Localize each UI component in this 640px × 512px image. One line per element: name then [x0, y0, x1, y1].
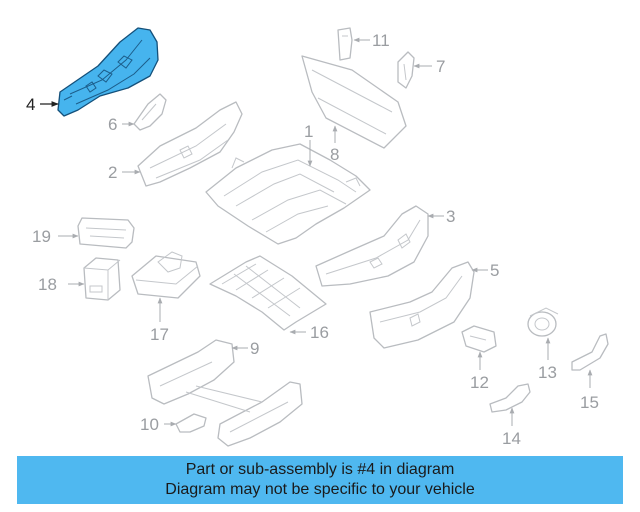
callout-13: 13 — [538, 363, 557, 382]
part-2[interactable] — [137, 101, 243, 187]
banner-line-1: Part or sub-assembly is #4 in diagram — [185, 461, 455, 478]
part-8[interactable] — [301, 55, 407, 149]
callout-8: 8 — [330, 145, 339, 164]
part-13[interactable] — [527, 307, 559, 337]
part-15[interactable] — [571, 333, 609, 371]
part-10[interactable] — [175, 413, 207, 433]
callout-12: 12 — [470, 373, 489, 392]
part-19[interactable] — [77, 217, 135, 249]
callout-11: 11 — [372, 31, 390, 50]
callout-17: 17 — [150, 325, 169, 344]
part-17[interactable] — [131, 251, 201, 299]
callout-7: 7 — [436, 57, 445, 76]
part-18[interactable] — [83, 257, 121, 301]
part-12[interactable] — [461, 325, 497, 353]
part-7[interactable] — [397, 51, 415, 89]
callout-19: 19 — [32, 227, 51, 246]
part-3[interactable] — [315, 205, 429, 287]
callout-1: 1 — [304, 122, 313, 141]
callout-2: 2 — [108, 163, 117, 182]
banner-line-2: Diagram may not be specific to your vehi… — [165, 481, 475, 498]
part-6[interactable] — [133, 93, 167, 131]
part-16[interactable] — [209, 255, 327, 331]
callout-15: 15 — [580, 393, 599, 412]
callout-6: 6 — [108, 115, 117, 134]
part-14[interactable] — [489, 383, 531, 413]
callout-4: 4 — [26, 95, 35, 114]
part-1[interactable] — [205, 143, 371, 245]
callout-5: 5 — [490, 261, 499, 280]
info-banner: Part or sub-assembly is #4 in diagram Di… — [17, 456, 623, 504]
callout-10: 10 — [140, 415, 159, 434]
part-11[interactable] — [337, 27, 353, 61]
part-4-highlighted[interactable] — [57, 27, 159, 117]
callout-18: 18 — [38, 275, 57, 294]
callout-3: 3 — [446, 207, 455, 226]
callout-9: 9 — [250, 339, 259, 358]
callout-14: 14 — [502, 429, 521, 448]
part-5[interactable] — [369, 261, 475, 349]
callout-16: 16 — [310, 323, 329, 342]
parts-diagram: 4 6 11 7 8 2 — [26, 27, 609, 448]
part-9[interactable] — [147, 339, 303, 447]
